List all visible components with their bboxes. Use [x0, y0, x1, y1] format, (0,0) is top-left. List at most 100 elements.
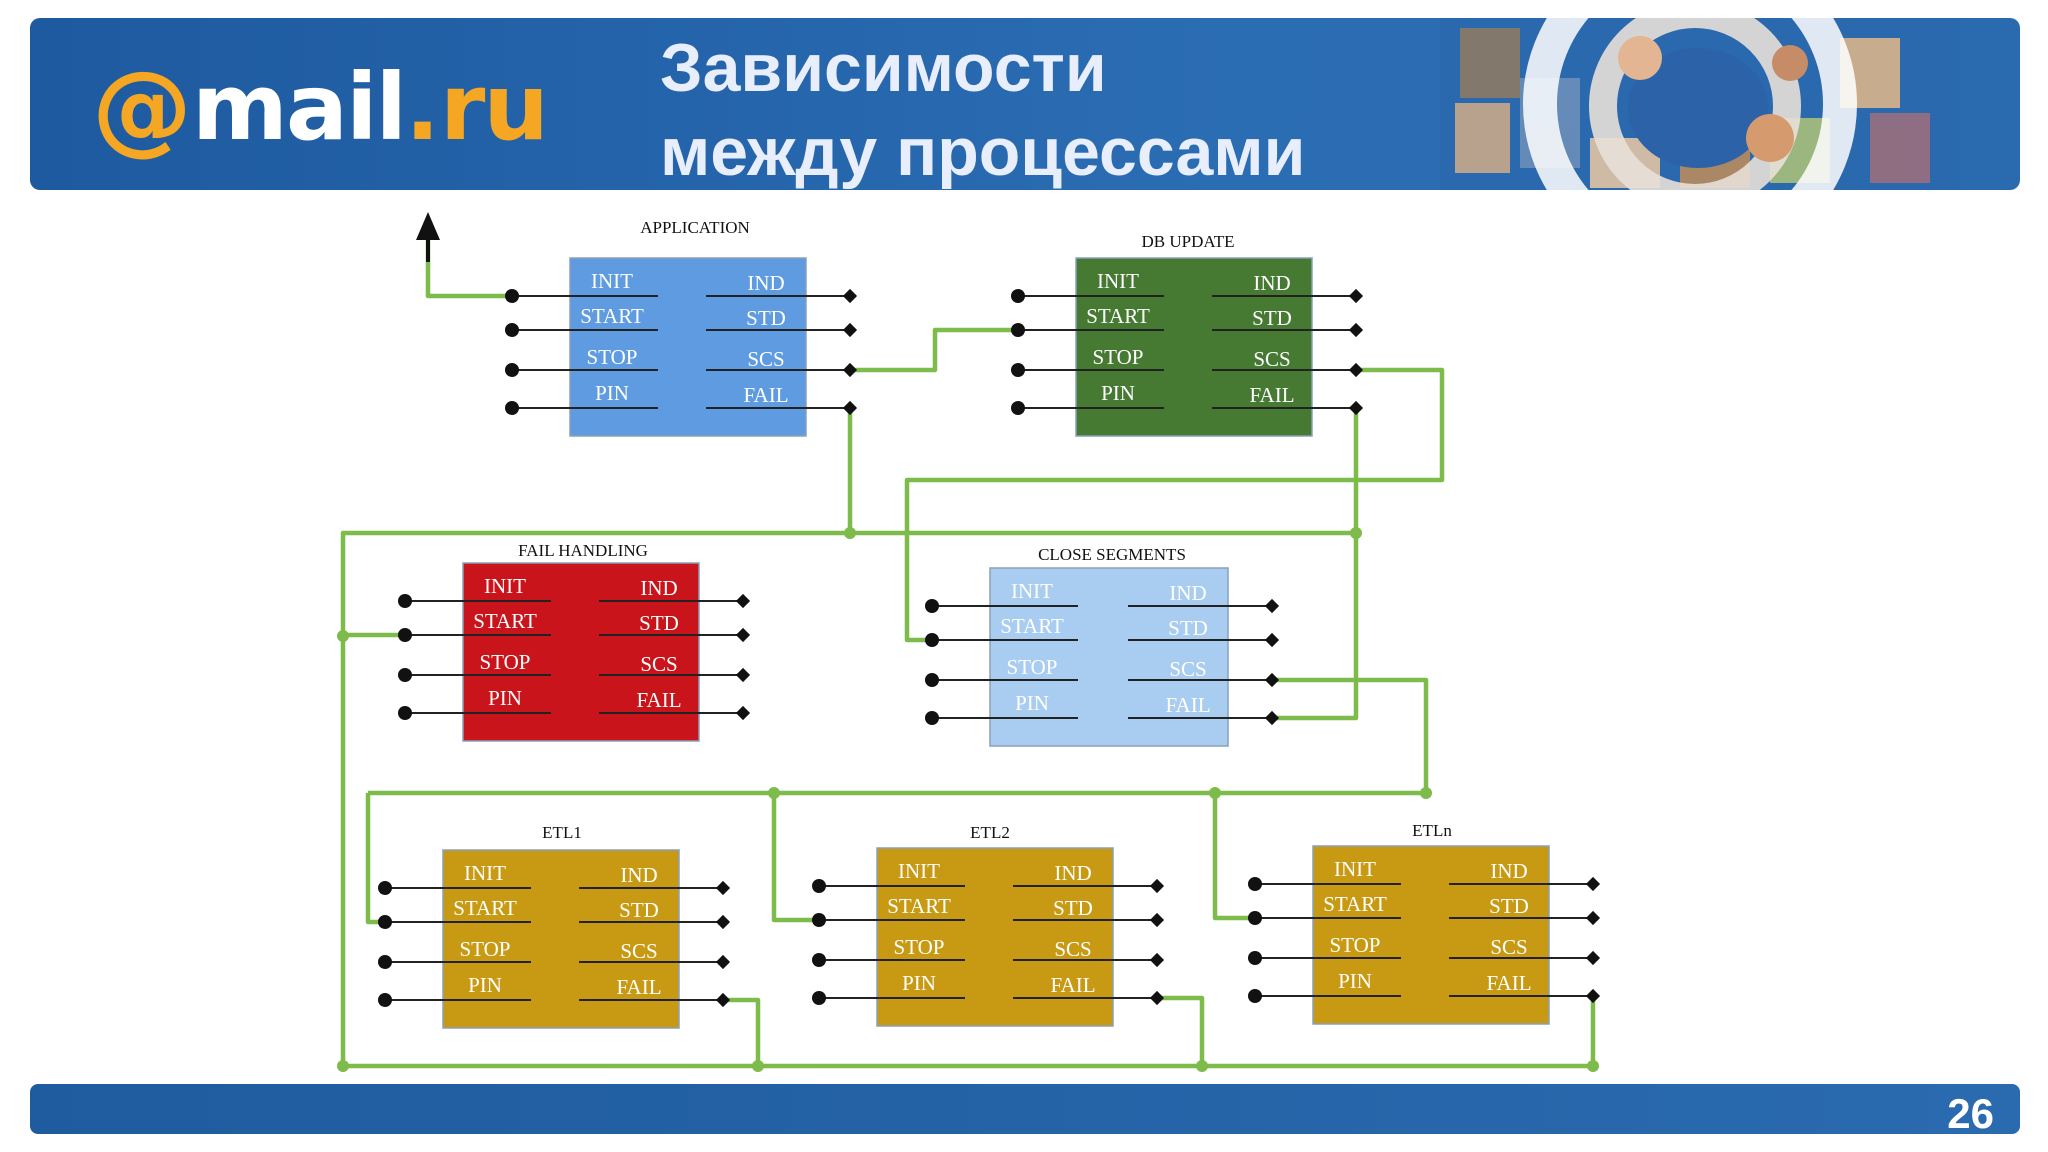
input-port-dot	[378, 915, 392, 929]
input-label: START	[453, 896, 517, 920]
input-port-dot	[1248, 951, 1262, 965]
output-label: SCS	[1169, 657, 1206, 681]
output-label: IND	[620, 863, 657, 887]
input-label: START	[580, 304, 644, 328]
output-port-diamond	[1585, 876, 1601, 892]
wire-junction	[752, 1060, 764, 1072]
input-label: START	[473, 609, 537, 633]
input-label: INIT	[1097, 269, 1139, 293]
output-port-diamond	[715, 954, 731, 970]
input-port-dot	[505, 401, 519, 415]
input-port-dot	[378, 881, 392, 895]
output-label: SCS	[640, 652, 677, 676]
input-port-dot	[812, 991, 826, 1005]
output-label: SCS	[620, 939, 657, 963]
logo-at: @	[92, 49, 192, 166]
output-label: IND	[1490, 859, 1527, 883]
wire-etl1-fail	[723, 997, 761, 1066]
input-port-dot	[398, 668, 412, 682]
input-label: PIN	[1015, 691, 1049, 715]
wire-junction	[337, 1060, 349, 1072]
photo-collage	[1440, 18, 1960, 190]
output-port-diamond	[715, 880, 731, 896]
output-port-diamond	[842, 400, 858, 416]
wire-app-init-up	[425, 240, 512, 299]
input-label: INIT	[1011, 579, 1053, 603]
output-label: STD	[746, 306, 786, 330]
wire-bus-etln	[1212, 793, 1255, 921]
output-label: SCS	[1253, 347, 1290, 371]
output-label: STD	[1489, 894, 1529, 918]
wire-db-scs-close-start	[904, 367, 1445, 643]
input-label: INIT	[484, 574, 526, 598]
output-port-diamond	[1585, 910, 1601, 926]
output-label: FAIL	[1165, 693, 1210, 717]
slide-title-line1: Зависимости	[660, 30, 1107, 106]
wire-junction	[337, 630, 349, 642]
wire-close-fail	[1272, 533, 1359, 721]
input-label: INIT	[898, 859, 940, 883]
input-port-dot	[1248, 989, 1262, 1003]
box-title-db-update: DB UPDATE	[1141, 232, 1234, 251]
input-label: START	[887, 894, 951, 918]
header-banner: @mail.ru Зависимости между процессами	[30, 18, 2020, 190]
output-port-diamond	[715, 992, 731, 1008]
box-body-fail-handling	[462, 562, 700, 742]
slide-title-line2: между процессами	[660, 114, 1306, 190]
output-port-diamond	[1264, 672, 1280, 688]
wire-fail-bus	[340, 530, 1356, 1064]
output-label: FAIL	[1486, 971, 1531, 995]
input-label: PIN	[1338, 969, 1372, 993]
input-label: INIT	[1334, 857, 1376, 881]
input-label: PIN	[488, 686, 522, 710]
input-port-dot	[925, 711, 939, 725]
input-label: START	[1323, 892, 1387, 916]
output-label: IND	[640, 576, 677, 600]
output-port-diamond	[1585, 950, 1601, 966]
input-label: INIT	[591, 269, 633, 293]
input-port-dot	[1011, 363, 1025, 377]
output-port-diamond	[735, 705, 751, 721]
output-label: STD	[639, 611, 679, 635]
footer-bar: 26	[30, 1084, 2020, 1137]
logo-dot: .	[405, 54, 440, 161]
output-label: STD	[1168, 616, 1208, 640]
input-port-dot	[925, 673, 939, 687]
input-label: PIN	[1101, 381, 1135, 405]
wire-bus-etl2	[771, 793, 819, 923]
output-port-diamond	[1348, 322, 1364, 338]
input-label: STOP	[587, 345, 638, 369]
input-port-dot	[1011, 323, 1025, 337]
input-label: START	[1000, 614, 1064, 638]
logo-mail: mail	[192, 54, 407, 161]
output-label: IND	[1253, 271, 1290, 295]
output-label: STD	[1053, 896, 1093, 920]
output-port-diamond	[1264, 632, 1280, 648]
output-port-diamond	[1348, 400, 1364, 416]
output-port-diamond	[1585, 988, 1601, 1004]
box-title-etl2: ETL2	[970, 823, 1010, 842]
output-port-diamond	[735, 593, 751, 609]
wire-junction	[1420, 787, 1432, 799]
input-port-dot	[398, 706, 412, 720]
input-port-dot	[812, 953, 826, 967]
input-label: STOP	[480, 650, 531, 674]
box-body-etln	[1312, 845, 1550, 1025]
input-label: START	[1086, 304, 1150, 328]
output-port-diamond	[842, 322, 858, 338]
output-label: IND	[1169, 581, 1206, 605]
input-port-dot	[812, 913, 826, 927]
output-port-diamond	[842, 362, 858, 378]
input-port-dot	[1248, 877, 1262, 891]
output-label: SCS	[1054, 937, 1091, 961]
output-label: SCS	[1490, 935, 1527, 959]
output-label: IND	[747, 271, 784, 295]
input-port-dot	[1011, 401, 1025, 415]
input-port-dot	[505, 363, 519, 377]
input-port-dot	[505, 323, 519, 337]
output-port-diamond	[1149, 990, 1165, 1006]
input-port-dot	[378, 955, 392, 969]
